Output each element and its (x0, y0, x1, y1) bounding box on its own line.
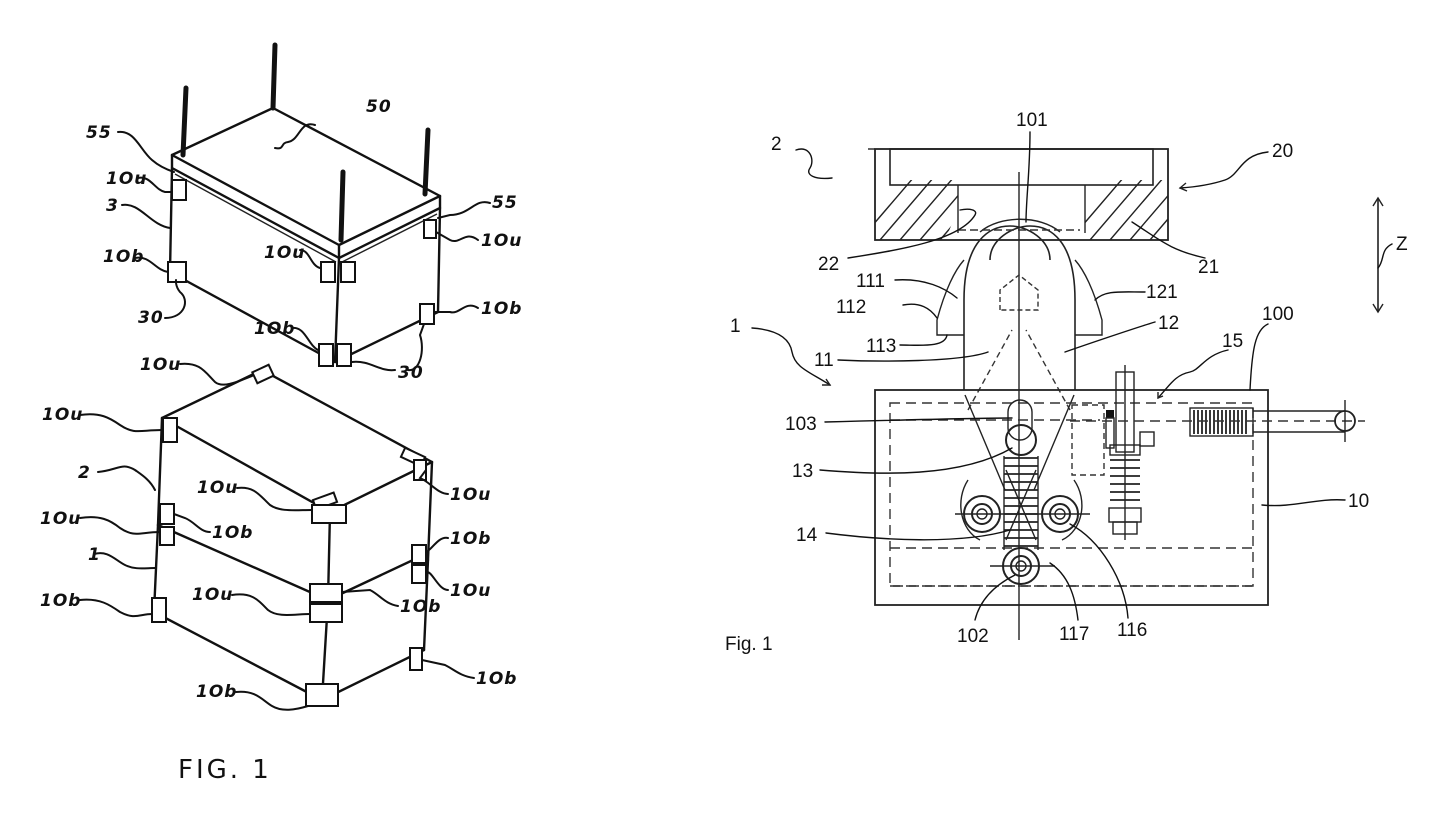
coupling-mechanism-figure: 2 20 101 21 22 111 112 121 1 113 11 12 1… (700, 0, 1442, 838)
label-121: 121 (1146, 282, 1178, 303)
label-mid-left-10b: 1Ob (212, 523, 253, 543)
label-lower-left-10b: 1Ob (103, 247, 144, 267)
label-rim-left: 55 (86, 123, 112, 143)
label-bottom-front-10b: 1Ob (196, 682, 237, 702)
label-lower-front-10b: 1Ob (254, 319, 295, 339)
spring-assembly (955, 399, 1090, 585)
label-103: 103 (785, 414, 817, 435)
label-mid-right-10b: 1Ob (450, 529, 491, 549)
label-22: 22 (818, 254, 839, 275)
label-14: 14 (796, 525, 818, 546)
label-upper-right-10u: 1Ou (481, 231, 522, 251)
label-117: 117 (1059, 624, 1089, 645)
label-lid: 50 (366, 97, 392, 117)
label-lower-right-10b: 1Ob (481, 299, 522, 319)
label-111: 111 (856, 271, 885, 292)
label-top-front-10u: 1Ou (197, 478, 238, 498)
label-102: 102 (957, 626, 989, 647)
latch-jaws (936, 218, 1103, 491)
label-box-2: 2 (78, 463, 91, 483)
label-113: 113 (866, 336, 896, 357)
label-mid-right-10u: 1Ou (450, 581, 491, 601)
lower-stack-leaders (79, 362, 475, 711)
label-116: 116 (1117, 620, 1147, 641)
label-top-left-10u: 1Ou (42, 405, 83, 425)
label-rim-right: 55 (492, 193, 518, 213)
lower-stack-labels: 1Ou 1Ou 2 1Ou 1Ou 1Ou 1Ob 1 1Ob 1Ou 1Ou … (40, 355, 517, 702)
label-z-axis: Z (1396, 234, 1408, 255)
label-top-right-10u: 1Ou (450, 485, 491, 505)
label-21: 21 (1198, 257, 1219, 278)
upper-box-leaders (117, 123, 491, 372)
label-15: 15 (1222, 331, 1243, 352)
label-bottom-right-10b: 1Ob (476, 669, 517, 689)
coupling-mechanism-drawing: 2 20 101 21 22 111 112 121 1 113 11 12 1… (725, 110, 1408, 655)
label-20: 20 (1272, 141, 1293, 162)
label-10: 10 (1348, 491, 1369, 512)
label-11: 11 (814, 350, 834, 371)
label-foot-left-30: 30 (138, 308, 164, 328)
mechanism-leaders (751, 131, 1346, 621)
mechanism-labels: 2 20 101 21 22 111 112 121 1 113 11 12 1… (730, 110, 1408, 647)
stacked-boxes-drawing: 50 55 55 1Ou 3 1Ou 1Ou 1Ob 1Ob 1Ob 30 30 (40, 42, 522, 785)
label-13: 13 (792, 461, 813, 482)
label-mid-front-10b: 1Ob (400, 597, 441, 617)
label-foot-right-30: 30 (398, 363, 424, 383)
rod-spring (1193, 410, 1247, 434)
figure-caption-right: Fig. 1 (725, 634, 773, 655)
label-mid-left-10u: 1Ou (40, 509, 81, 529)
stacked-boxes-figure: 50 55 55 1Ou 3 1Ou 1Ou 1Ob 1Ob 1Ob 30 30 (0, 0, 700, 838)
label-1: 1 (730, 316, 741, 337)
base-housing (874, 389, 1269, 606)
label-bottom-left-10b: 1Ob (40, 591, 81, 611)
z-axis-arrow (1372, 196, 1393, 314)
lower-stack (151, 363, 434, 707)
label-upper-front-10u: 1Ou (264, 243, 305, 263)
label-mid-front-10u: 1Ou (192, 585, 233, 605)
upper-box (167, 42, 442, 367)
label-upper-left-10u: 1Ou (106, 169, 147, 189)
label-12: 12 (1158, 313, 1179, 334)
label-112: 112 (836, 297, 866, 318)
lid-rods (180, 42, 431, 243)
locking-element-15 (1070, 365, 1365, 540)
figure-caption-left: FIG. 1 (178, 755, 272, 785)
label-100: 100 (1262, 304, 1294, 325)
label-2: 2 (771, 134, 782, 155)
label-101: 101 (1016, 110, 1048, 131)
coil-spring-14 (1003, 456, 1039, 550)
label-box-3: 3 (106, 196, 119, 216)
receiver-block (868, 148, 1169, 241)
lid-top (170, 106, 442, 247)
upper-box-labels: 50 55 55 1Ou 3 1Ou 1Ou 1Ob 1Ob 1Ob 30 30 (86, 97, 522, 383)
label-box-1: 1 (88, 545, 101, 565)
label-top-back-10u: 1Ou (140, 355, 181, 375)
